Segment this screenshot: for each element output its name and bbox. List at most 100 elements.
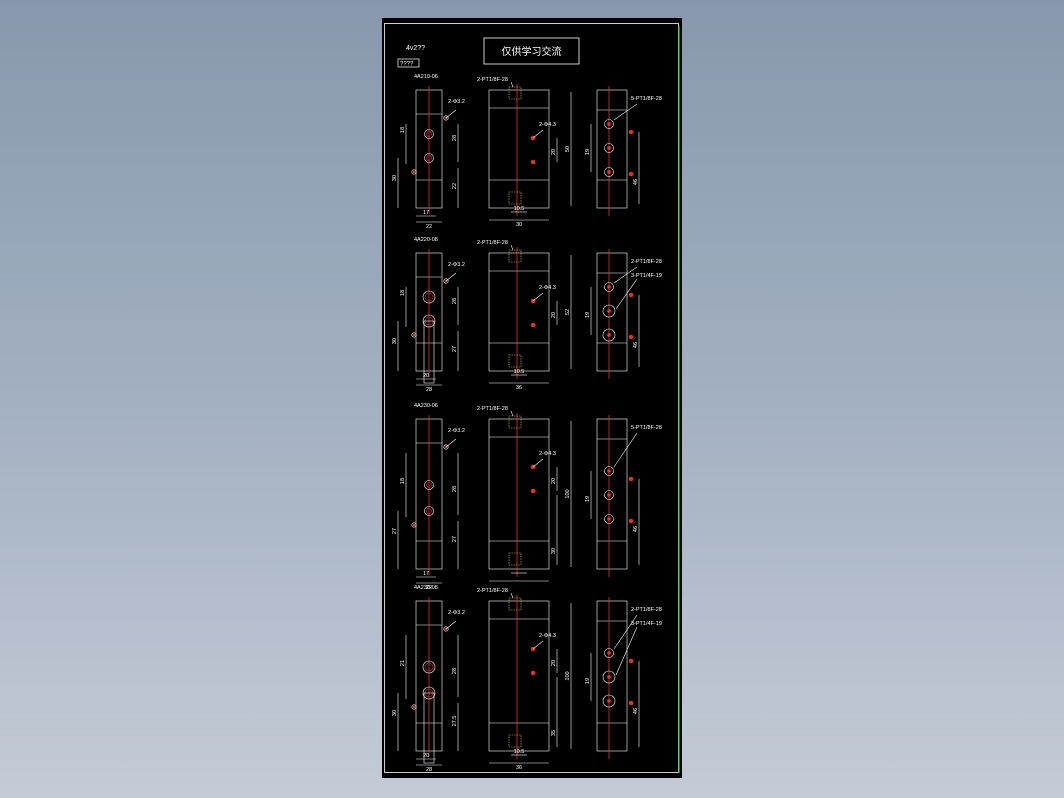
- right-port-circle: [604, 490, 614, 500]
- view-group-2: 4A220-082-Φ3.21830282720282-Φ4.32-PT1/8F…: [392, 237, 662, 393]
- side-dim-label: 30: [392, 175, 398, 181]
- right-port-note: 2-PT1/8F-28: [631, 607, 662, 613]
- right-port-center: [607, 675, 611, 679]
- side-dim-label: 28: [426, 387, 432, 393]
- right-port-center: [607, 517, 611, 521]
- leader-line: [445, 109, 457, 119]
- side-dim-label: 18: [400, 478, 406, 484]
- front-hole-note: 2-Φ4.3: [539, 122, 556, 128]
- right-mount-hole: [628, 334, 634, 340]
- side-port-circle: [422, 314, 436, 328]
- right-mount-hole: [628, 518, 634, 524]
- front-dim-label: 36: [516, 385, 522, 391]
- front-dim-label: 52: [565, 309, 571, 315]
- leader-line: [445, 272, 457, 282]
- front-port-bottom: [508, 191, 522, 205]
- front-mount-hole: [530, 159, 536, 165]
- mount-hole-center: [412, 523, 416, 527]
- front-hole-note: 2-Φ4.3: [539, 451, 556, 457]
- front-dim-label: 35: [551, 730, 557, 736]
- front-dim-label: 30: [551, 548, 557, 554]
- right-mount-hole: [628, 171, 634, 177]
- right-view-body: [596, 600, 628, 752]
- right-port-circle: [602, 694, 616, 708]
- leader-line: [510, 410, 514, 417]
- leader-line: [532, 640, 544, 650]
- front-view-body: [488, 600, 550, 752]
- leader-line: [532, 458, 544, 468]
- front-port-bottom: [508, 552, 522, 566]
- side-port-circle: [424, 129, 434, 139]
- front-dim-label: 100: [565, 489, 571, 498]
- title-box: [483, 37, 580, 65]
- side-hole-note: 2-Φ3.2: [448, 610, 465, 616]
- side-plunger: [423, 692, 435, 764]
- right-port-center: [607, 469, 611, 473]
- mount-hole: [411, 332, 417, 338]
- model-label: 4A210-06: [414, 74, 438, 80]
- right-port-center: [607, 122, 611, 126]
- side-port-circle: [424, 506, 434, 516]
- leader-line: [510, 81, 514, 88]
- side-dim-label: 22: [426, 585, 432, 591]
- side-dim-label: 20: [423, 753, 429, 759]
- front-dim-label: 10.5: [514, 749, 525, 755]
- right-port-circle: [604, 143, 614, 153]
- mount-hole-center: [412, 333, 416, 337]
- front-dim-label: 20: [551, 660, 557, 666]
- view-group-4: 4A230-082-Φ3.221302827.520282-Φ4.32-PT1/…: [392, 585, 662, 773]
- front-mount-hole: [530, 322, 536, 328]
- header-code-box: [397, 58, 420, 68]
- right-view-body: [596, 252, 628, 372]
- side-port-circle: [424, 480, 434, 490]
- right-dim-label: 46: [633, 526, 639, 532]
- right-port-circle: [604, 514, 614, 524]
- front-dim-label: 10.5: [514, 369, 525, 375]
- right-mount-hole: [628, 658, 634, 664]
- right-dim-label: 46: [633, 179, 639, 185]
- mount-hole-center: [412, 705, 416, 709]
- front-port-top: [508, 597, 522, 611]
- front-dim-label: 20: [551, 312, 557, 318]
- front-port-bottom: [508, 354, 522, 368]
- leader-line: [532, 292, 544, 302]
- mount-hole-center: [412, 170, 416, 174]
- right-dim-label: 19: [585, 312, 591, 318]
- front-mount-hole: [530, 670, 536, 676]
- leader-line: [613, 103, 638, 121]
- front-dim-label: 20: [551, 149, 557, 155]
- leader-line: [445, 620, 457, 630]
- front-hole-note: 2-Φ4.3: [539, 633, 556, 639]
- front-dim-label: 10.5: [514, 206, 525, 212]
- front-view-body: [488, 252, 550, 372]
- side-dim-label: 18: [400, 127, 406, 133]
- side-dim-label: 18: [400, 290, 406, 296]
- side-dim-label: 17: [423, 571, 429, 577]
- right-port-circle: [604, 282, 614, 292]
- side-dim-label: 28: [452, 486, 458, 492]
- front-dim-label: 30: [516, 222, 522, 228]
- right-port-circle: [604, 167, 614, 177]
- mount-hole: [411, 522, 417, 528]
- right-view-body: [596, 418, 628, 570]
- side-dim-label: 30: [392, 338, 398, 344]
- right-dim-label: 46: [633, 708, 639, 714]
- side-dim-label: 22: [426, 224, 432, 230]
- header-box-text: ????: [400, 62, 414, 68]
- leader-line: [613, 432, 638, 468]
- front-port-note: 2-PT1/8F-28: [477, 77, 508, 83]
- drawing-title: 仅供学习交流: [502, 45, 562, 58]
- front-hole-note: 2-Φ4.3: [539, 285, 556, 291]
- front-port-bottom: [508, 734, 522, 748]
- right-port-note: 5-PT1/8F-28: [631, 425, 662, 431]
- front-dim-label: 20: [551, 478, 557, 484]
- front-view-body: [488, 418, 550, 570]
- side-port-circle: [424, 153, 434, 163]
- front-dim-label: 100: [565, 671, 571, 680]
- right-port-note: 3-PT1/4F-19: [631, 273, 662, 279]
- right-port-note: 2-PT1/8F-28: [631, 259, 662, 265]
- leader-line: [613, 266, 638, 284]
- leader-line: [445, 438, 457, 448]
- leader-line: [615, 626, 638, 676]
